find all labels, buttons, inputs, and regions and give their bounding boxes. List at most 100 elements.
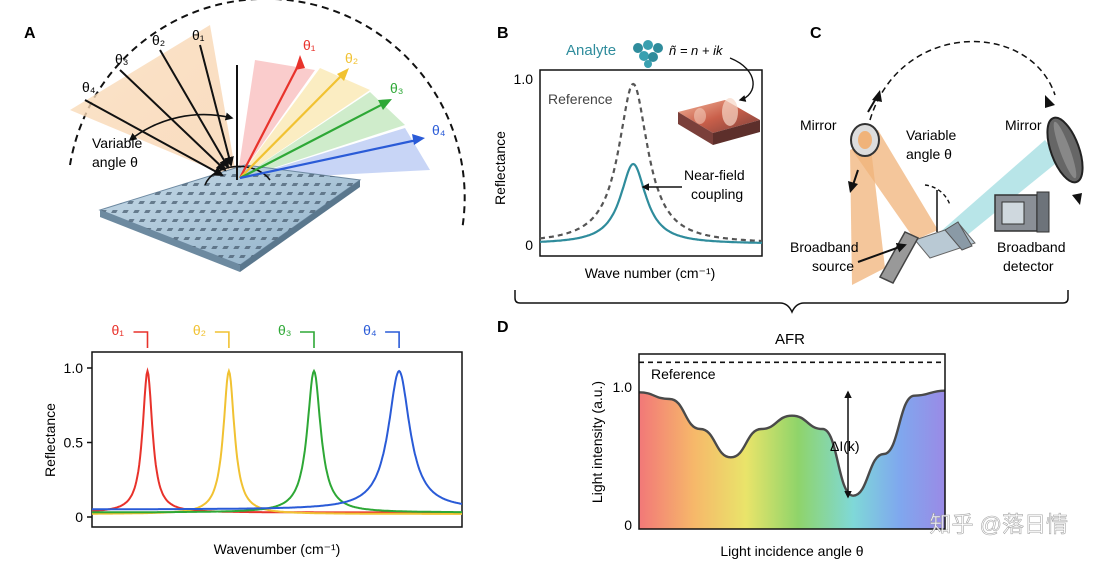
- panel-b: B 1.0 0 Analyte ñ = n + ik Reference Nea…: [492, 25, 763, 281]
- source-arrow: [857, 243, 907, 263]
- incident-beam: [852, 130, 938, 240]
- reflected-ray-1: [239, 61, 301, 179]
- refractive-index-label: ñ = n + ik: [669, 43, 724, 58]
- afr-label: AFR: [775, 331, 805, 348]
- beam-blue: [237, 128, 430, 180]
- panel-d-ytick-0: 0: [624, 517, 632, 533]
- panel-d-reference-label: Reference: [651, 366, 716, 382]
- broadband-detector-icon: [994, 191, 1050, 233]
- detector-label-line2: detector: [1003, 258, 1054, 274]
- spectrum-line-2: [92, 367, 462, 515]
- spectra-axes-frame: [91, 351, 463, 528]
- refractive-index-arrow: [729, 57, 754, 102]
- panel-a-schematic: A θ₄: [24, 0, 466, 272]
- peak-label-1: θ₁: [112, 322, 125, 338]
- metasurface-edge: [100, 210, 240, 272]
- spectrum-line-4: [92, 369, 463, 511]
- panel-c-label: C: [810, 25, 822, 42]
- reflected-arrowhead-3: [378, 99, 392, 110]
- reflected-ray-4: [239, 138, 418, 180]
- watermark: 知乎 @落日情: [930, 512, 1068, 537]
- reflected-label-1: θ₁: [303, 37, 316, 53]
- peak-label-3: θ₃: [278, 322, 292, 338]
- spectrum-line-3: [92, 368, 462, 514]
- reflected-label-3: θ₃: [390, 80, 404, 96]
- spectra-ytick-label: 0.5: [64, 435, 84, 451]
- incident-label-2: θ₂: [152, 32, 165, 48]
- variable-angle-arc: [128, 112, 234, 141]
- source-label-line1: Broadband: [790, 239, 859, 255]
- peak-bracket-1: [133, 331, 149, 348]
- detector-beam: [940, 140, 1060, 245]
- spectrum-line-1: [92, 367, 462, 514]
- delta-label: ΔI(k): [830, 438, 860, 454]
- spectra-y-ticks: 1.0 0.5 0: [64, 360, 92, 525]
- angle-arc: [69, 0, 466, 231]
- spectra-ytick-label: 1.0: [64, 360, 84, 376]
- mirror-path-arc: [869, 40, 1056, 121]
- panel-c-variable-angle-line1: Variable: [906, 127, 957, 143]
- panel-c: C Mir: [790, 25, 1084, 285]
- source-label-line2: source: [812, 258, 854, 274]
- peak-label-2: θ₂: [193, 322, 206, 338]
- afr-brace: [514, 290, 1069, 314]
- left-mirror-icon: [850, 123, 880, 157]
- detector-label-line1: Broadband: [997, 239, 1066, 255]
- incident-label-1: θ₁: [192, 27, 205, 43]
- panel-d-fill: [639, 390, 945, 529]
- panel-b-line-reference: [539, 82, 762, 243]
- reflected-ray-3: [239, 102, 386, 179]
- peak-bracket-3: [300, 331, 315, 348]
- panel-b-ytick-0: 0: [525, 237, 533, 253]
- panel-b-line-analyte: [540, 162, 763, 244]
- analyte-molecule-icon: [633, 40, 663, 68]
- panel-b-label: B: [497, 25, 509, 42]
- analyte-label: Analyte: [566, 42, 616, 59]
- panel-c-angle-arc: [924, 184, 951, 206]
- right-mirror-arrowhead-up: [1045, 95, 1055, 108]
- peak-bracket-2: [214, 331, 230, 348]
- panel-a-label: A: [24, 25, 36, 42]
- spectra-x-axis-label: Wavenumber (cm⁻¹): [214, 541, 341, 557]
- reflected-ray-2: [239, 72, 345, 179]
- variable-angle-label-line2: angle θ: [92, 154, 138, 170]
- beam-red: [237, 60, 315, 180]
- panel-c-variable-angle-line2: angle θ: [906, 146, 952, 162]
- incident-label-3: θ₃: [115, 51, 129, 67]
- panel-d-axes-frame: [638, 353, 946, 530]
- reflected-label-4: θ₄: [432, 122, 446, 138]
- mirror-right-label: Mirror: [1005, 117, 1042, 133]
- peak-bracket-4: [385, 331, 400, 348]
- variable-angle-label-line1: Variable: [92, 135, 143, 151]
- panel-d-x-axis-label: Light incidence angle θ: [720, 543, 863, 559]
- panel-d-ytick-1: 1.0: [613, 379, 633, 395]
- panel-b-curves: [539, 82, 763, 244]
- right-mirror-icon: [1046, 116, 1084, 184]
- incident-label-4: θ₄: [82, 79, 96, 95]
- near-field-label-line2: coupling: [691, 186, 743, 202]
- reflected-arrowhead-4: [412, 134, 425, 145]
- panel-d: D 1.0 0 Reference ΔI(k) Light intensity …: [497, 319, 946, 559]
- broadband-source-icon: [878, 231, 920, 284]
- sample-chip-side: [944, 221, 973, 251]
- incident-ray-2: [159, 49, 230, 169]
- panel-b-ytick-1: 1.0: [514, 71, 534, 87]
- right-mirror-arrowhead-down: [1072, 193, 1082, 205]
- reflected-arrowhead-2: [337, 68, 349, 81]
- metasurface-holes: [100, 165, 360, 265]
- panel-d-area: [638, 361, 946, 529]
- left-mirror-arrowhead-up: [872, 90, 882, 102]
- spectra-y-axis-label: Reflectance: [42, 403, 58, 477]
- left-mirror-arrowhead-down: [848, 181, 858, 193]
- spectra-ytick-label: 0: [75, 509, 83, 525]
- panel-d-label: D: [497, 319, 509, 336]
- source-beam: [850, 140, 885, 285]
- reference-label: Reference: [548, 91, 613, 107]
- mirror-left-label: Mirror: [800, 117, 837, 133]
- beam-yellow: [237, 68, 370, 180]
- panel-b-axes-frame: [539, 69, 763, 257]
- reflected-arrowhead-1: [295, 55, 305, 70]
- incident-ray-1: [199, 44, 234, 167]
